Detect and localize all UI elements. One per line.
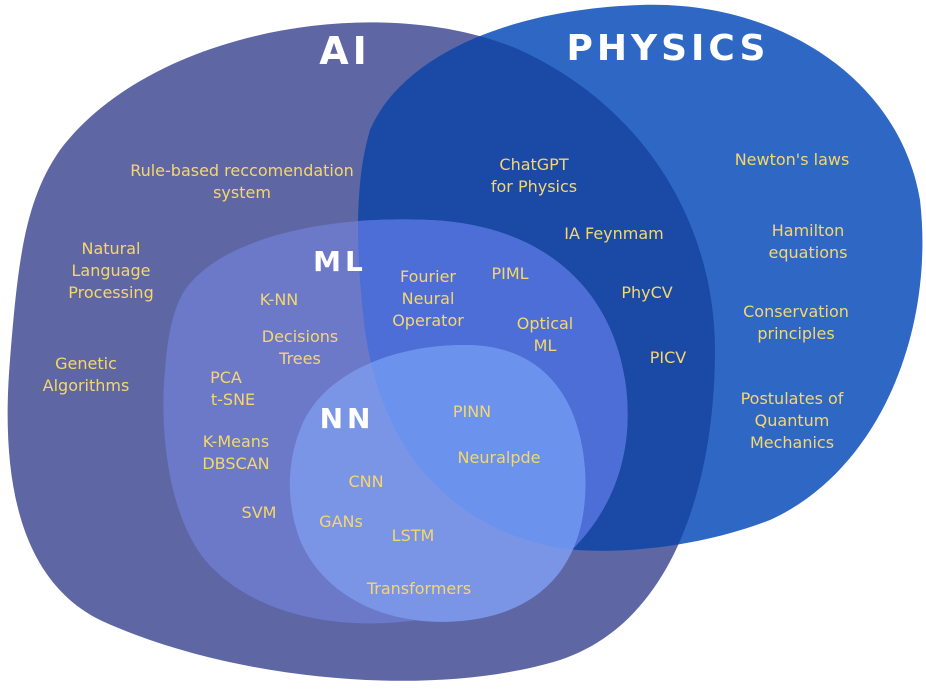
label-chatgpt-line1: ChatGPT	[499, 155, 568, 174]
label-trees-line1: Decisions	[262, 327, 338, 346]
label-rule-based-line1: Rule-based reccomendation	[130, 161, 354, 180]
label-fourier-line2: Neural	[402, 289, 455, 308]
label-chatgpt-line2: for Physics	[491, 177, 577, 196]
label-kmeans: K-Means	[203, 432, 270, 451]
label-nlp-line1: Natural	[81, 239, 140, 258]
label-phycv: PhyCV	[621, 283, 672, 302]
label-neuralpde: Neuralpde	[458, 448, 541, 467]
label-hamilton-line2: equations	[769, 243, 848, 262]
heading-nn: NN	[320, 402, 375, 435]
label-pinn: PINN	[453, 402, 491, 421]
label-nlp-line2: Language	[72, 261, 151, 280]
label-knn: K-NN	[260, 290, 299, 309]
label-ia-feynman: IA Feynmam	[564, 224, 664, 243]
label-transformers: Transformers	[366, 579, 471, 598]
label-quantum-line2: Quantum	[755, 411, 830, 430]
label-hamilton-line1: Hamilton	[772, 221, 845, 240]
label-fourier-line3: Operator	[392, 311, 464, 330]
label-pca: PCA	[210, 368, 242, 387]
heading-ml: ML	[313, 245, 367, 278]
label-genetic-line1: Genetic	[55, 354, 117, 373]
heading-physics: PHYSICS	[567, 28, 770, 69]
label-fourier-line1: Fourier	[400, 267, 456, 286]
label-gans: GANs	[319, 512, 363, 531]
label-quantum-line3: Mechanics	[750, 433, 834, 452]
label-optical-line1: Optical	[517, 314, 574, 333]
label-conservation-line1: Conservation	[743, 302, 849, 321]
label-piml: PIML	[491, 264, 528, 283]
label-genetic-line2: Algorithms	[43, 376, 130, 395]
label-rule-based-line2: system	[213, 183, 271, 202]
label-picv: PICV	[650, 348, 687, 367]
label-newton: Newton's laws	[735, 150, 850, 169]
label-tsne: t-SNE	[211, 390, 255, 409]
label-nlp-line3: Processing	[68, 283, 153, 302]
label-lstm: LSTM	[392, 526, 435, 545]
label-quantum-line1: Postulates of	[741, 389, 844, 408]
label-cnn: CNN	[348, 472, 383, 491]
heading-ai: AI	[319, 29, 371, 73]
label-svm: SVM	[242, 503, 277, 522]
label-conservation-line2: principles	[757, 324, 834, 343]
label-optical-line2: ML	[534, 336, 557, 355]
label-trees-line2: Trees	[278, 349, 321, 368]
label-dbscan: DBSCAN	[202, 454, 269, 473]
